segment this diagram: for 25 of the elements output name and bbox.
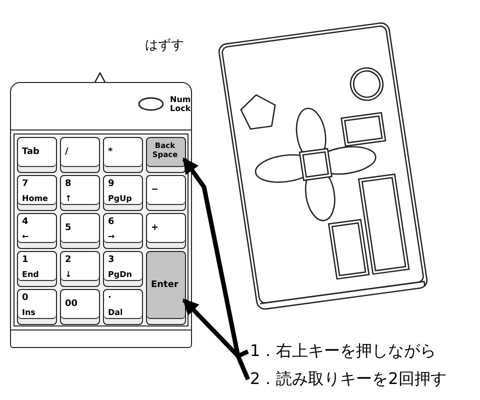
- key: 0 Ins: [17, 289, 57, 325]
- keypad-body: [10, 82, 192, 348]
- key: 1 End: [17, 251, 57, 287]
- key: 2 ↓: [60, 251, 100, 287]
- key: · Dal: [103, 289, 143, 325]
- arrow: [182, 298, 250, 380]
- key: 8 ↑: [60, 175, 100, 211]
- arrow: [182, 157, 249, 358]
- key: 4 ←: [17, 213, 57, 249]
- key: 00: [60, 289, 100, 325]
- instruction-text: 2．読み取りキーを2回押す: [250, 369, 446, 390]
- key: *: [103, 137, 143, 173]
- num-lock-label: Num Lock: [170, 95, 190, 113]
- key: Enter: [146, 251, 186, 325]
- key: Tab: [17, 137, 57, 173]
- key: 7 Home: [17, 175, 57, 211]
- key: 6 →: [103, 213, 143, 249]
- key: 3 PgDn: [103, 251, 143, 287]
- instruction-text: 1．右上キーを押しながら: [250, 341, 436, 362]
- key: 5: [60, 213, 100, 249]
- key: −: [146, 175, 186, 211]
- key: 9 PgUp: [103, 175, 143, 211]
- key: /: [60, 137, 100, 173]
- key: +: [146, 213, 186, 249]
- caption-text: はずす: [145, 37, 184, 54]
